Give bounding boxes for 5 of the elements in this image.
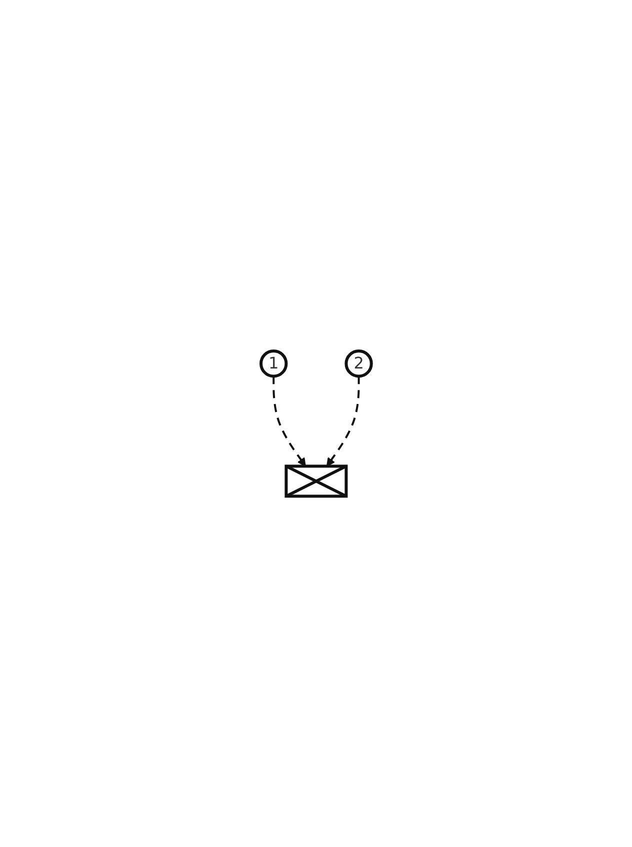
dashed-arrow: [326, 376, 360, 466]
dashed-arrow: [272, 376, 306, 466]
numbered-circle: 1: [259, 349, 288, 378]
crossed-box: [284, 464, 348, 498]
numbered-circle: 2: [344, 349, 373, 378]
